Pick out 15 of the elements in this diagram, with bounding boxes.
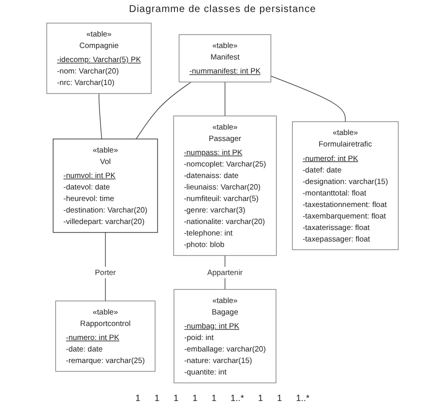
multiplicity-label: 1..* bbox=[296, 393, 310, 403]
connector bbox=[98, 93, 102, 140]
multiplicity-label: 1 bbox=[135, 393, 140, 403]
connector bbox=[105, 232, 106, 302]
multiplicity-label: 1 bbox=[192, 393, 198, 403]
connector bbox=[224, 82, 226, 116]
multiplicity-label: 1 bbox=[154, 393, 160, 403]
diagram-title: Diagramme de classes de persistance bbox=[128, 4, 316, 15]
connector bbox=[136, 82, 192, 140]
multiplicity-label: 1..* bbox=[230, 393, 244, 403]
multiplicity-label: 1 bbox=[211, 393, 216, 403]
multiplicity-label: 1 bbox=[173, 393, 178, 403]
multiplicity-label: 1 bbox=[258, 393, 264, 403]
connector bbox=[270, 76, 346, 122]
multiplicity-label: 1 bbox=[277, 393, 282, 403]
